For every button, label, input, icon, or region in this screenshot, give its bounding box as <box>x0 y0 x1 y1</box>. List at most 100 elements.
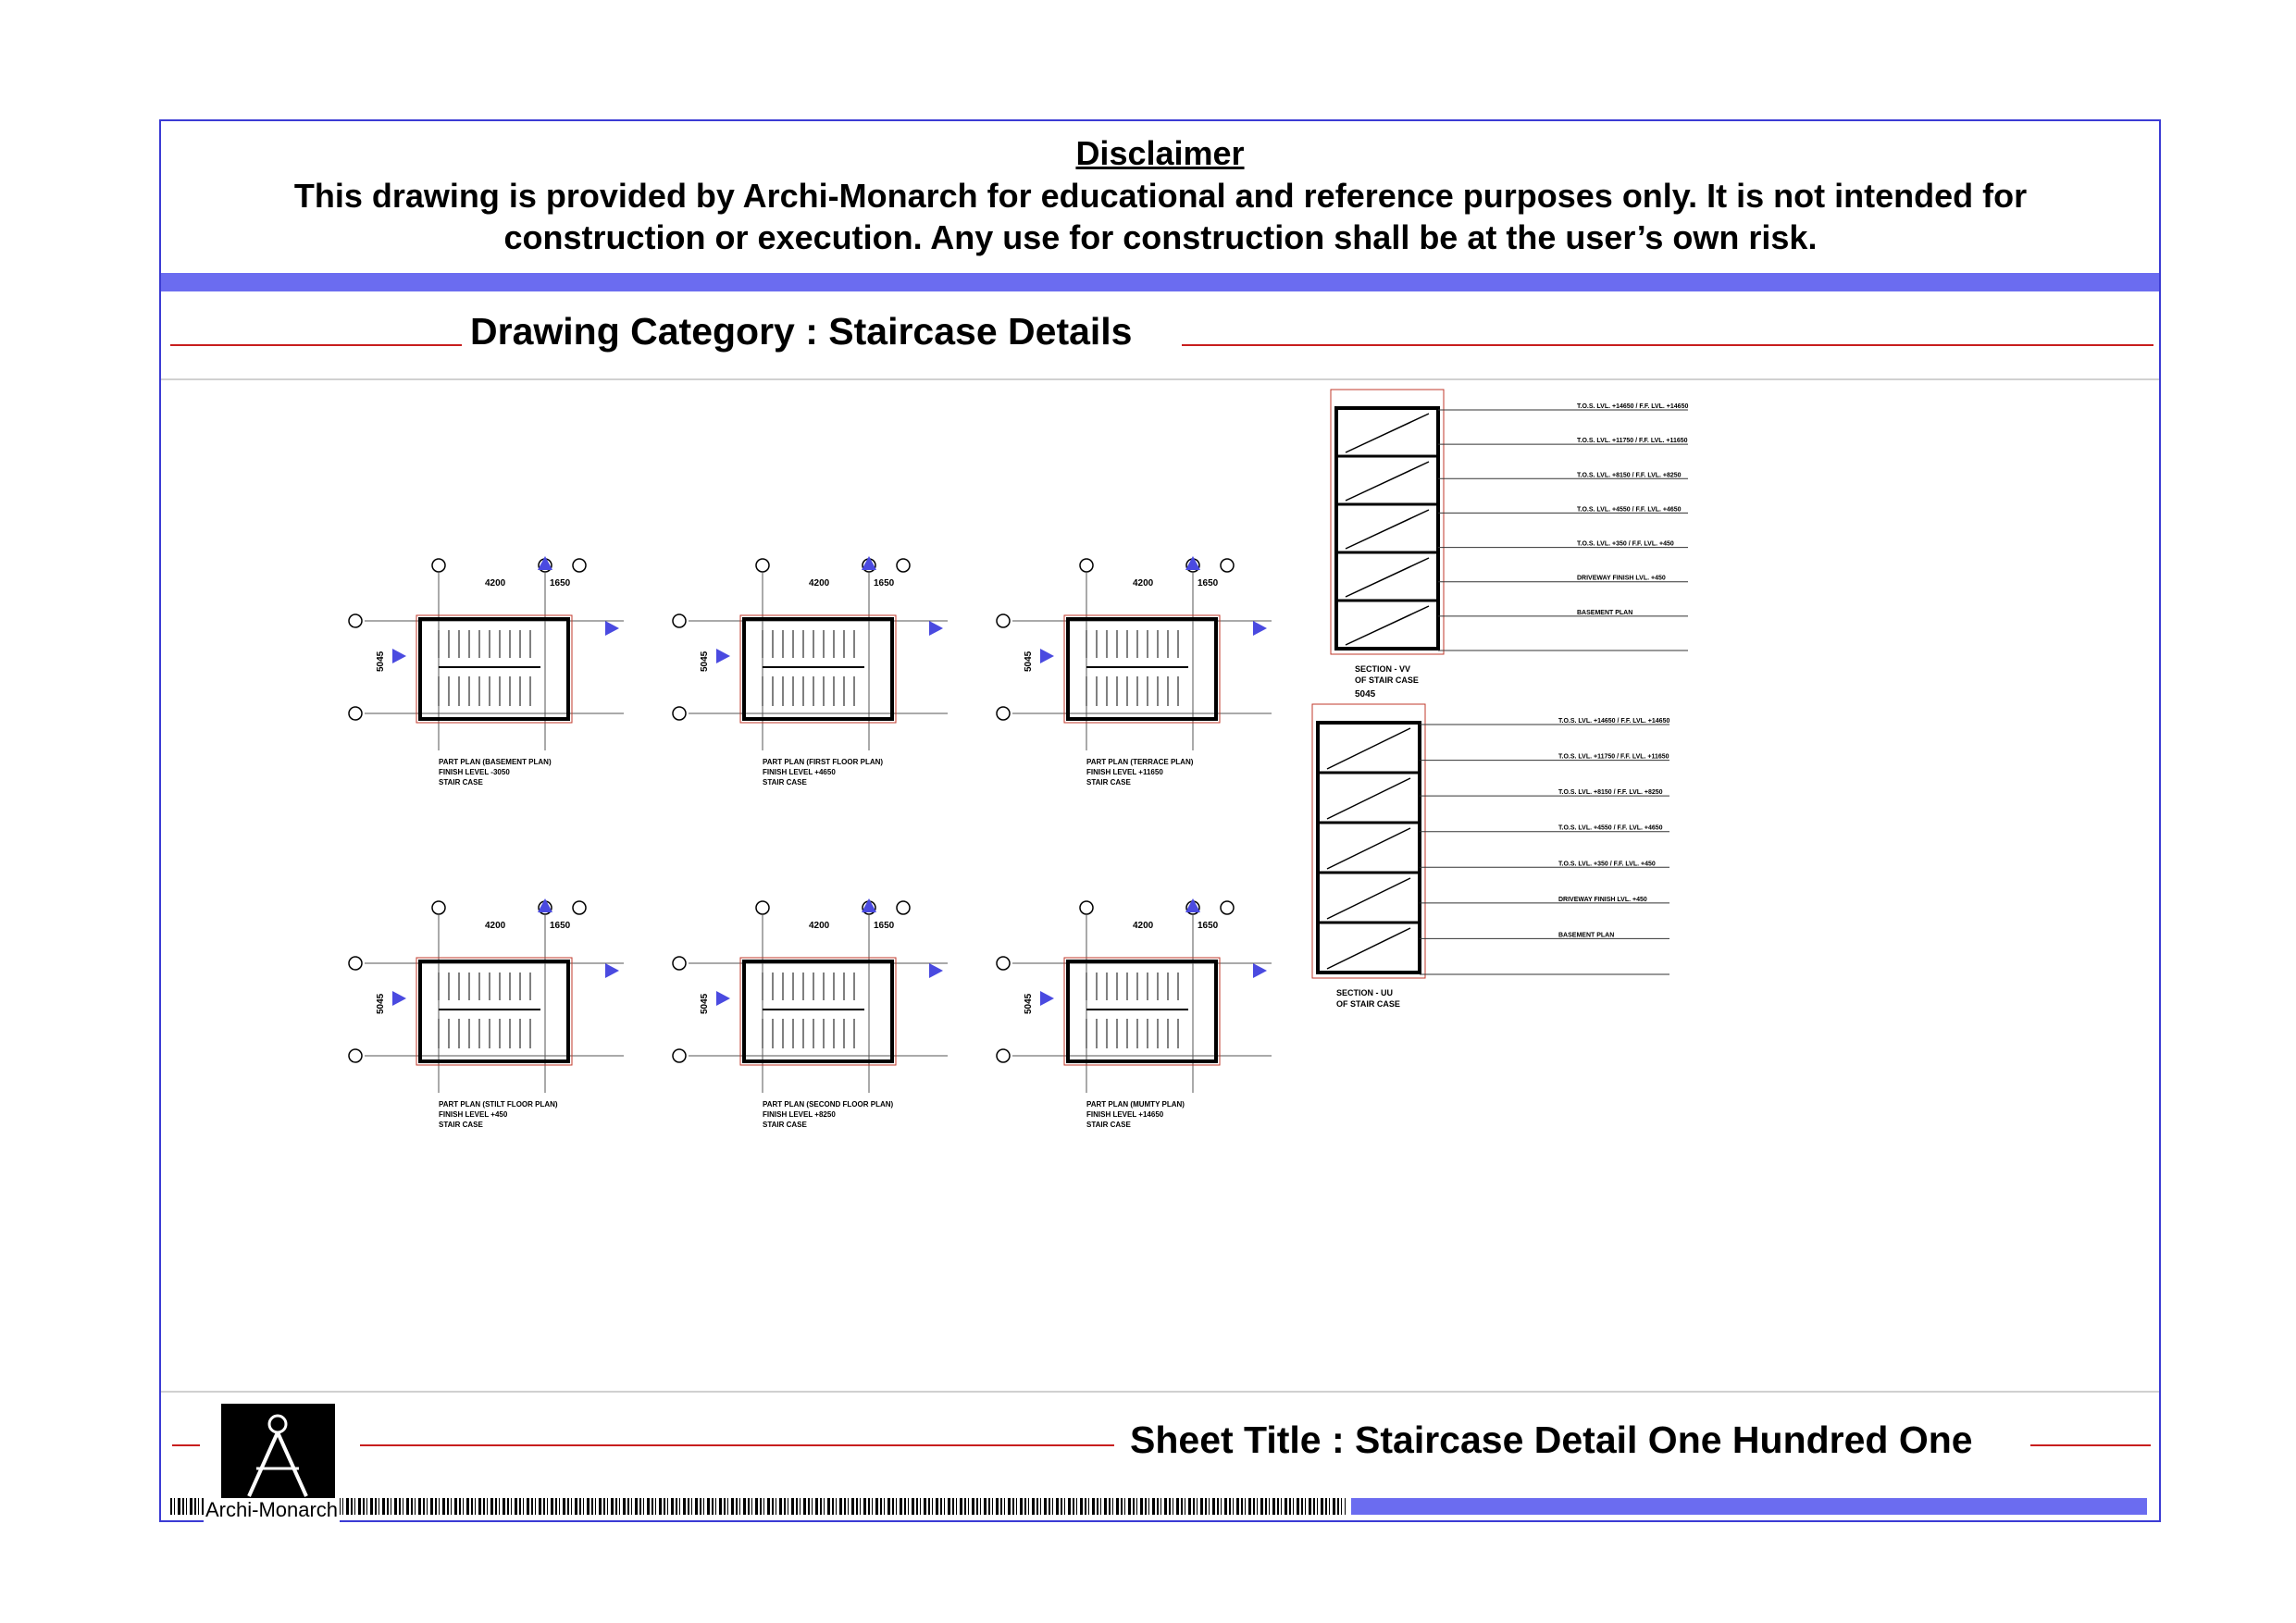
disclaimer-block: Disclaimer This drawing is provided by A… <box>161 121 2159 273</box>
outline <box>1063 614 1221 724</box>
section-caption: SECTION - VV <box>1355 664 1410 674</box>
grid-bubble <box>1220 558 1235 573</box>
dim-right: 1650 <box>1198 578 1219 588</box>
grid-bubble <box>896 900 911 915</box>
plan-caption: PART PLAN (MUMTY PLAN) <box>1086 1100 1185 1109</box>
stair-walls <box>1066 617 1218 721</box>
grid-bubble <box>572 558 587 573</box>
red-rule-footer-c <box>2030 1444 2151 1446</box>
dim-right: 1650 <box>550 578 571 588</box>
section-arrow <box>862 556 876 570</box>
plan-caption: PART PLAN (BASEMENT PLAN) <box>439 758 552 766</box>
section-arrow <box>605 963 619 978</box>
plan-caption: PART PLAN (FIRST FLOOR PLAN) <box>763 758 883 766</box>
grid-bubble <box>1079 900 1094 915</box>
dim-top: 4200 <box>485 921 506 931</box>
archi-monarch-logo <box>221 1404 335 1505</box>
grid-bubble-k <box>672 613 687 628</box>
sheet-title: Sheet Title : Staircase Detail One Hundr… <box>1130 1419 1973 1461</box>
disclaimer-line-2: construction or execution. Any use for c… <box>503 218 1818 256</box>
dim-side: 5045 <box>700 993 710 1014</box>
outline <box>416 614 573 724</box>
grid-bubble-l <box>672 1048 687 1063</box>
plan-caption: PART PLAN (SECOND FLOOR PLAN) <box>763 1100 894 1109</box>
flight <box>1345 413 1430 453</box>
flight <box>1326 777 1411 820</box>
dim-side: 5045 <box>1024 650 1034 672</box>
disclaimer-line-1: This drawing is provided by Archi-Monarc… <box>293 177 2028 215</box>
grid-bubble <box>755 900 770 915</box>
plan-label: STAIR CASE <box>1086 778 1132 787</box>
grid-bubble-k <box>672 956 687 971</box>
flight <box>1326 827 1411 870</box>
section-arrow <box>605 621 619 636</box>
category-row: Drawing Category : Staircase Details <box>161 291 2159 380</box>
outline <box>739 614 897 724</box>
flight <box>1345 605 1430 646</box>
stair-walls <box>742 617 894 721</box>
outline <box>416 957 573 1066</box>
dim-top: 4200 <box>1133 921 1154 931</box>
plan-caption: PART PLAN (STILT FLOOR PLAN) <box>439 1100 558 1109</box>
section-arrow <box>716 991 730 1006</box>
drawing-sheet: Disclaimer This drawing is provided by A… <box>159 119 2161 1522</box>
dim-right: 1650 <box>874 578 895 588</box>
plan-label: STAIR CASE <box>763 778 808 787</box>
outline <box>1311 703 1426 979</box>
section-sub: OF STAIR CASE <box>1355 675 1419 685</box>
grid-bubble-k <box>348 613 363 628</box>
outline <box>739 957 897 1066</box>
dim-side: 5045 <box>376 650 386 672</box>
dim-top: 4200 <box>485 578 506 588</box>
grid-bubble <box>896 558 911 573</box>
section-walls <box>1334 406 1440 650</box>
grid-bubble <box>431 558 446 573</box>
blue-footer-bar <box>1351 1498 2147 1515</box>
disclaimer-text: This drawing is provided by Archi-Monarc… <box>217 175 2104 258</box>
section-arrow <box>929 963 943 978</box>
stair-section: T.O.S. LVL. +14650 / F.F. LVL. +14650T.O… <box>1330 389 1688 685</box>
dim-right: 1650 <box>874 921 895 931</box>
barcode-strip <box>170 1498 1346 1515</box>
grid-bubble-l <box>996 1048 1011 1063</box>
grid-bubble <box>755 558 770 573</box>
flight <box>1345 557 1430 598</box>
flight <box>1345 509 1430 550</box>
section-arrow <box>1040 649 1054 663</box>
section-arrow <box>1253 621 1267 636</box>
plan-finish-level: FINISH LEVEL +8250 <box>763 1110 836 1119</box>
red-rule-right <box>1182 344 2153 346</box>
level-label: T.O.S. LVL. +4550 / F.F. LVL. +4650 <box>1558 825 1663 832</box>
section-caption: SECTION - UU <box>1336 988 1393 997</box>
grid-bubble-l <box>348 706 363 721</box>
plan-finish-level: FINISH LEVEL +14650 <box>1086 1110 1164 1119</box>
plan-label: STAIR CASE <box>1086 1121 1132 1129</box>
flight <box>1345 461 1430 502</box>
dim-side: 5045 <box>376 993 386 1014</box>
level-label: T.O.S. LVL. +14650 / F.F. LVL. +14650 <box>1558 718 1669 725</box>
level-label: BASEMENT PLAN <box>1558 932 1614 938</box>
plan-finish-level: FINISH LEVEL +11650 <box>1086 768 1163 776</box>
section-arrow <box>862 898 876 912</box>
level-label: DRIVEWAY FINISH LVL. +450 <box>1558 897 1647 903</box>
section-arrow <box>1040 991 1054 1006</box>
stair-walls <box>1066 960 1218 1063</box>
plan-finish-level: FINISH LEVEL +4650 <box>763 768 836 776</box>
red-rule-footer-b <box>360 1444 1114 1446</box>
grid-bubble-l <box>348 1048 363 1063</box>
dim-side: 5045 <box>700 650 710 672</box>
level-label: DRIVEWAY FINISH LVL. +450 <box>1577 576 1666 582</box>
red-rule-footer-a <box>172 1444 200 1446</box>
grid-bubble-l <box>672 706 687 721</box>
drawing-category-title: Drawing Category : Staircase Details <box>470 310 1133 353</box>
stair-section: T.O.S. LVL. +14650 / F.F. LVL. +14650T.O… <box>1311 689 1669 1009</box>
dim-right: 1650 <box>1198 921 1219 931</box>
plan-finish-level: FINISH LEVEL -3050 <box>439 768 510 776</box>
section-arrow <box>538 556 552 570</box>
grid-bubble <box>431 900 446 915</box>
outline <box>1330 389 1445 655</box>
